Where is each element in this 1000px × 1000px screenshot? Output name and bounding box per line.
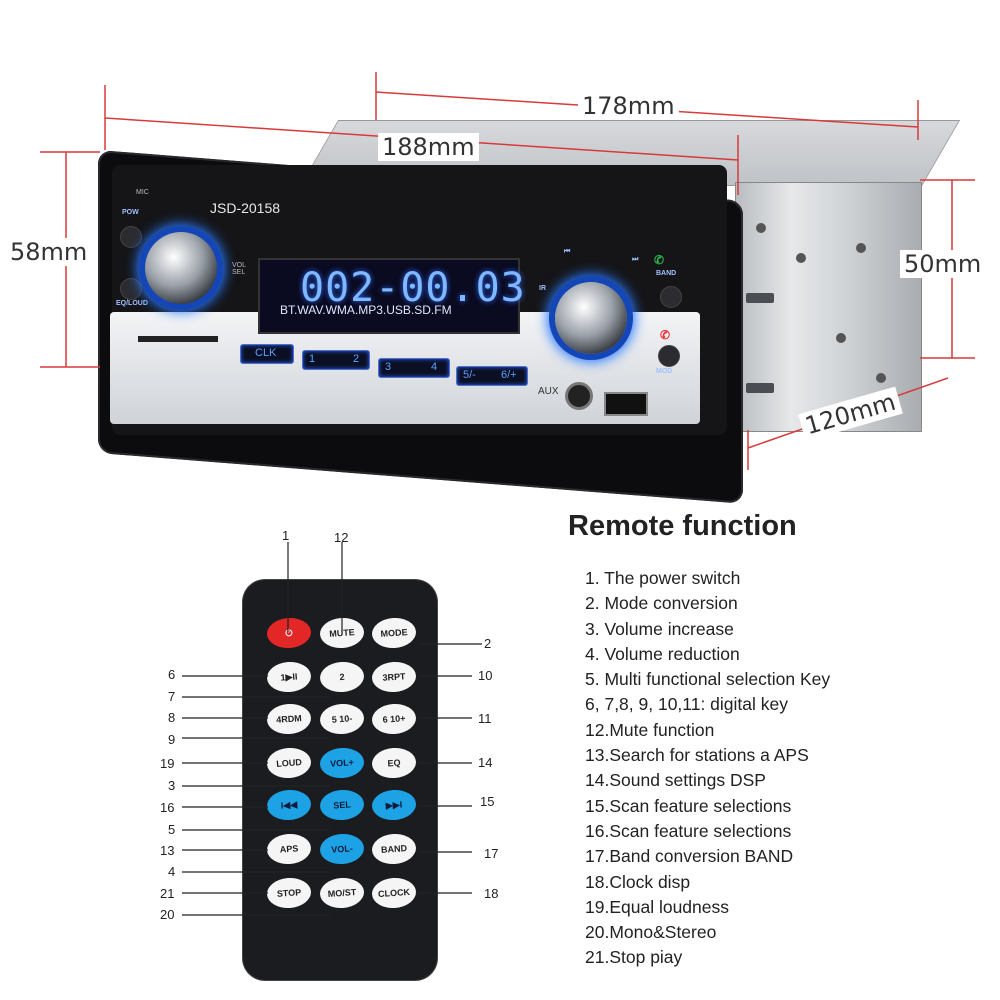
callout-10: 10 [478, 668, 493, 683]
function-item: 5. Multi functional selection Key [585, 669, 831, 690]
mic-label: MIC [136, 189, 149, 196]
remote-function-heading: Remote function [568, 510, 797, 542]
callout-1: 1 [282, 528, 290, 543]
sd-card-slot[interactable] [138, 336, 218, 342]
function-item: 3. Volume increase [585, 618, 734, 639]
usb-port[interactable] [604, 392, 648, 416]
callout-9: 9 [168, 732, 176, 747]
chassis-hole [836, 333, 846, 343]
chassis-hole [756, 223, 766, 233]
ir-label: IR [539, 285, 546, 292]
chassis-hole [796, 253, 806, 263]
function-item: 1. The power switch [585, 568, 741, 588]
function-item: 18.Clock disp [585, 871, 691, 892]
function-item: 17.Band conversion BAND [585, 846, 794, 867]
metal-chassis [735, 182, 922, 432]
preset-label: CLK [255, 347, 277, 359]
callout-21: 21 [160, 886, 175, 901]
phone-hangup-icon: ✆ [660, 328, 671, 342]
function-item: 2. Mode conversion [585, 593, 738, 614]
phone-answer-icon: ✆ [654, 253, 665, 267]
lcd-display [258, 258, 520, 334]
function-item: 14.Sound settings DSP [585, 770, 766, 791]
callout-19: 19 [160, 756, 175, 771]
callout-4: 4 [168, 864, 176, 879]
prev-track-icon: ⏮ [564, 248, 571, 255]
dim-188-label: 188mm [378, 133, 479, 161]
model-number: JSD-20158 [210, 200, 281, 216]
chassis-hole [856, 243, 866, 253]
aux-label: AUX [538, 386, 559, 397]
eq-loud-label: EQ/LOUD [116, 300, 148, 307]
power-button[interactable] [120, 226, 142, 248]
callout-7: 7 [168, 689, 176, 704]
callout-16: 16 [160, 800, 175, 815]
chassis-slot [746, 293, 774, 303]
callout-20: 20 [160, 907, 175, 922]
preset-label: 4 [431, 361, 438, 373]
function-list: 1. The power switch 2. Mode conversion 3… [585, 566, 830, 971]
function-item: 20.Mono&Stereo [585, 922, 717, 943]
preset-5-6-button[interactable]: 5/- 6/+ [456, 366, 528, 386]
volume-knob[interactable] [145, 232, 217, 304]
preset-label: 1 [309, 353, 316, 365]
function-item: 6, 7,8, 9, 10,11: digital key [585, 694, 789, 715]
callout-18: 18 [484, 886, 499, 901]
mod-button[interactable] [658, 345, 680, 367]
chassis-slot [746, 383, 774, 393]
next-track-icon: ⏭ [632, 256, 639, 263]
callout-2: 2 [484, 636, 492, 651]
callout-17: 17 [484, 846, 499, 861]
callout-8: 8 [168, 710, 176, 725]
preset-clk-button[interactable]: CLK [240, 344, 294, 364]
preset-label: 2 [353, 353, 360, 365]
callout-11: 11 [478, 711, 492, 726]
tuning-knob[interactable] [555, 282, 627, 354]
preset-1-2-button[interactable]: 1 2 [302, 350, 370, 370]
callout-13: 13 [160, 843, 175, 858]
callout-6: 6 [168, 667, 176, 682]
callout-leaders [182, 542, 482, 916]
preset-3-4-button[interactable]: 3 4 [378, 358, 450, 378]
callout-14: 14 [478, 755, 493, 770]
dim-50-label: 50mm [900, 250, 986, 278]
band-label: BAND [656, 270, 677, 277]
dim-58-label: 58mm [6, 238, 92, 266]
mod-label: MOD [656, 368, 673, 375]
function-item: 16.Scan feature selections [585, 820, 792, 841]
function-item: 15.Scan feature selections [585, 795, 792, 816]
callout-5: 5 [168, 822, 176, 837]
aux-jack[interactable] [565, 382, 593, 410]
callout-15: 15 [480, 794, 495, 809]
chassis-hole [876, 373, 886, 383]
function-item: 13.Search for stations a APS [585, 745, 809, 766]
band-button[interactable] [660, 286, 682, 308]
eq-loud-button[interactable] [120, 278, 142, 300]
preset-label: 5/- [463, 369, 476, 381]
preset-label: 3 [385, 361, 392, 373]
dim-178-label: 178mm [578, 92, 679, 120]
callout-12: 12 [334, 530, 349, 545]
vol-sel-label: VOL SEL [232, 262, 246, 276]
function-item: 19.Equal loudness [585, 896, 729, 917]
callout-3: 3 [168, 778, 176, 793]
function-item: 21.Stop piay [585, 947, 683, 968]
lcd-readout: 002-00.03 [300, 265, 526, 311]
function-item: 12.Mute function [585, 719, 715, 740]
preset-label: 6/+ [501, 369, 517, 381]
pow-label: POW [122, 209, 139, 216]
supported-formats: BT.WAV.WMA.MP3.USB.SD.FM [280, 303, 452, 317]
function-item: 4. Volume reduction [585, 643, 740, 664]
